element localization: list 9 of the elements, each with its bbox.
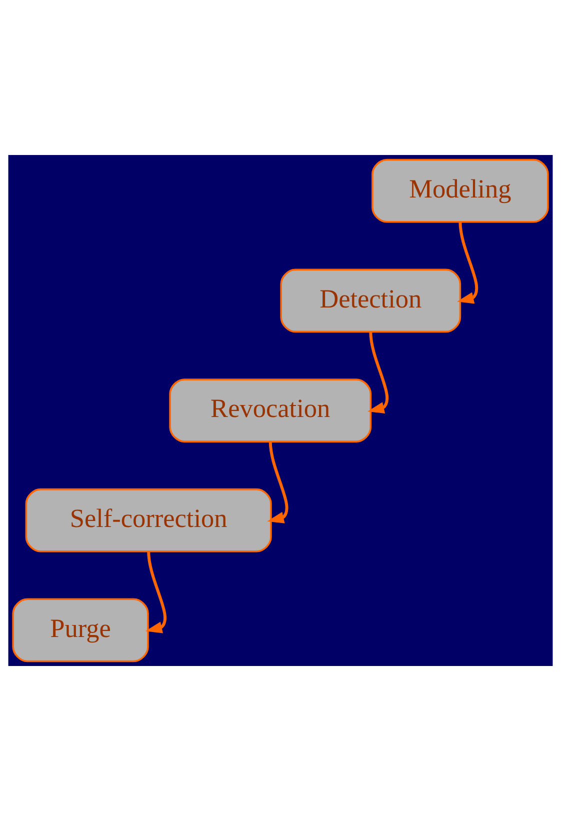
arrow [456, 222, 478, 304]
node-box: Modeling [372, 158, 549, 223]
node-box: Purge [12, 598, 149, 662]
arrow [367, 332, 388, 414]
node-box: Revocation [169, 378, 372, 442]
arrow [145, 551, 166, 634]
node-box: Self-correction [25, 488, 272, 552]
arrow [267, 441, 288, 524]
node-box: Detection [280, 268, 462, 333]
